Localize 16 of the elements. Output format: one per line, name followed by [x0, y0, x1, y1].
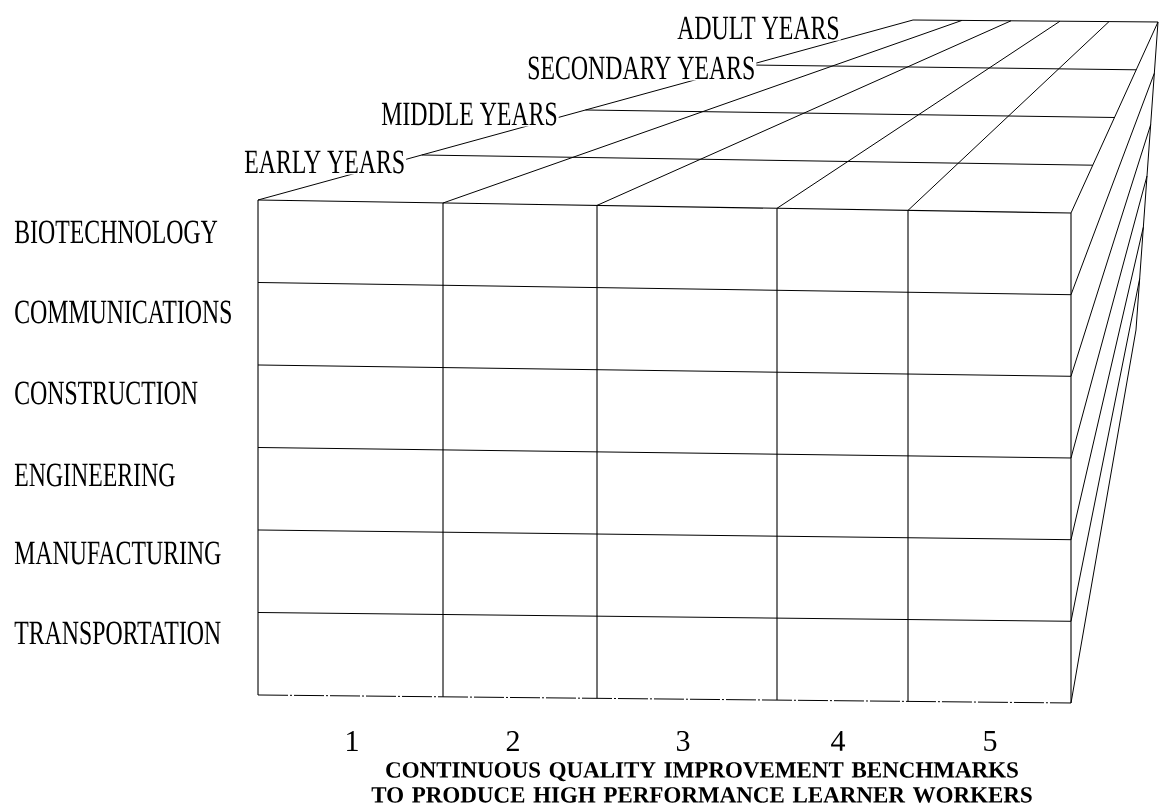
axis-label: ADULT YEARS: [676, 15, 841, 41]
axis-label: EARLY YEARS: [243, 149, 407, 175]
axis-label: MIDDLE YEARS: [380, 101, 559, 127]
caption: CONTINUOUS QUALITY IMPROVEMENT BENCHMARKS TO PRODUCE HIGH PERFORMANCE LEARNER WORKERS: [371, 762, 1032, 803]
row-label: COMMUNICATIONS: [15, 300, 231, 324]
column-number: 1: [347, 731, 358, 751]
column-number: 4: [831, 731, 846, 751]
row-label: ENGINEERING: [14, 463, 175, 487]
row-label: MANUFACTURING: [14, 541, 221, 565]
axis-label: SECONDARY YEARS: [526, 55, 757, 81]
column-number: 2: [506, 731, 519, 751]
column-number: 5: [984, 731, 997, 751]
column-number: 3: [676, 730, 690, 752]
row-label: CONSTRUCTION: [15, 381, 198, 405]
row-label: BIOTECHNOLOGY: [14, 220, 218, 244]
row-label: TRANSPORTATION: [14, 621, 221, 645]
